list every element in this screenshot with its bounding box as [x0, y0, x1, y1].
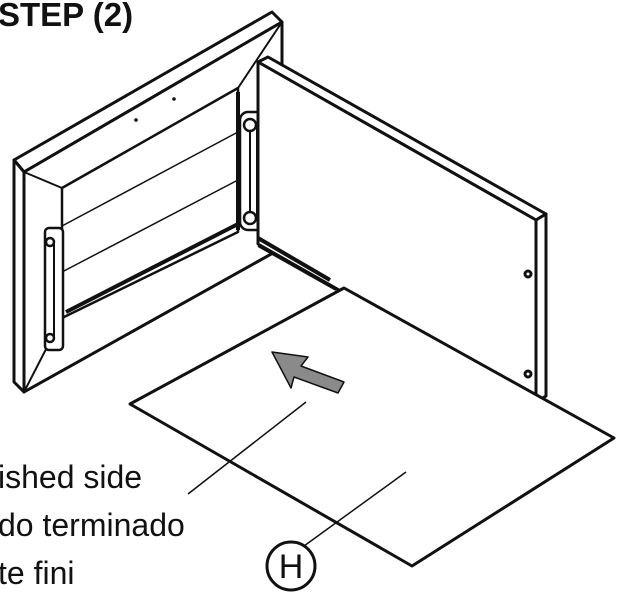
- callout-line-1: ished side: [0, 459, 142, 495]
- callout-line-3: te fini: [0, 555, 74, 591]
- frame-panel: [12, 10, 284, 394]
- leader-lines: [187, 401, 407, 547]
- left-hinge: [43, 226, 65, 352]
- side-panel: [256, 55, 548, 404]
- direction-arrow: [271, 351, 345, 394]
- bottom-panel-h: [128, 286, 616, 568]
- step-title: STEP (2): [0, 0, 133, 33]
- part-label-h: H: [265, 540, 317, 592]
- part-label-text: H: [279, 548, 304, 586]
- callout-line-2: do terminado: [0, 507, 185, 543]
